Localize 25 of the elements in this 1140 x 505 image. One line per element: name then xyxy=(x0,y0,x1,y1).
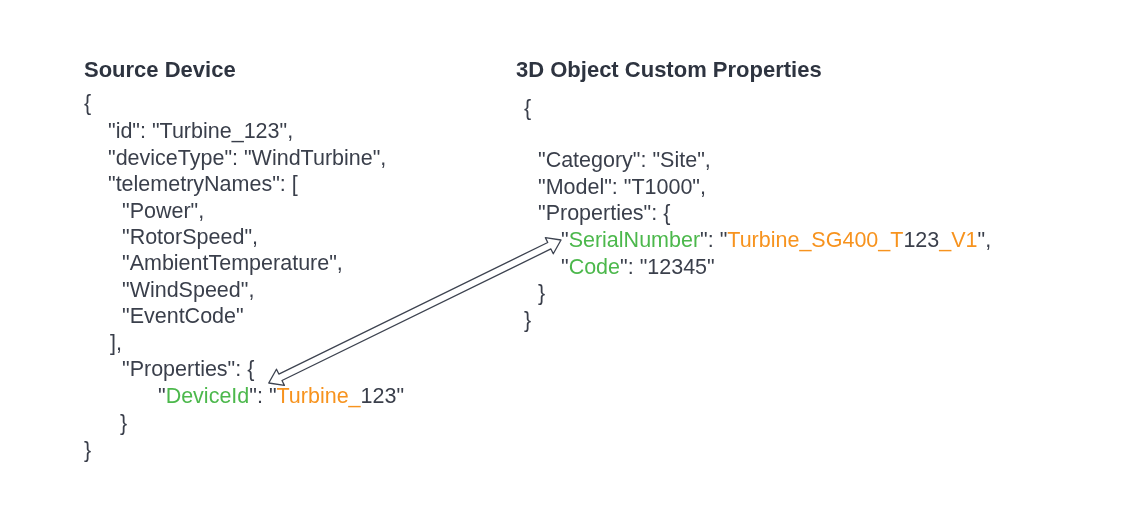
code-line: } xyxy=(84,437,92,463)
code-line: ], xyxy=(110,330,122,356)
code-line: "Model": "T1000", xyxy=(538,174,706,200)
code-line: } xyxy=(524,307,532,333)
section-heading: 3D Object Custom Properties xyxy=(516,57,822,83)
code-line: "DeviceId": "Turbine_123" xyxy=(158,383,405,409)
code-line: "deviceType": "WindTurbine", xyxy=(108,145,387,171)
code-line: "Properties": { xyxy=(538,200,671,226)
code-line: "Power", xyxy=(122,198,205,224)
code-line: { xyxy=(524,95,532,121)
code-line: "telemetryNames": [ xyxy=(108,171,298,197)
code-line: "Properties": { xyxy=(122,356,255,382)
section-heading: Source Device xyxy=(84,57,236,83)
code-line: "WindSpeed", xyxy=(122,277,255,303)
code-line: "AmbientTemperature", xyxy=(122,250,343,276)
code-line: } xyxy=(120,410,128,436)
code-line: { xyxy=(84,90,92,116)
code-line: "Code": "12345" xyxy=(561,254,715,280)
hollow-double-arrow xyxy=(268,237,562,386)
code-line: } xyxy=(538,280,546,306)
code-line: "EventCode" xyxy=(122,303,244,329)
code-line: "SerialNumber": "Turbine_SG400_T123_V1", xyxy=(561,227,992,253)
code-line: "id": "Turbine_123", xyxy=(108,118,294,144)
code-line: "RotorSpeed", xyxy=(122,224,258,250)
code-line: "Category": "Site", xyxy=(538,147,711,173)
